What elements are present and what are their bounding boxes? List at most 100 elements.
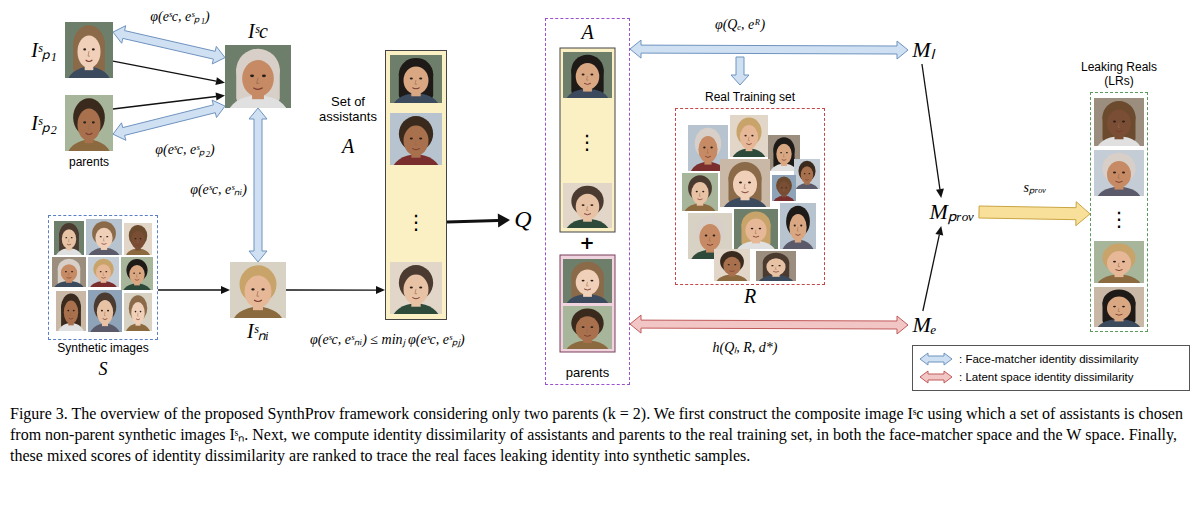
figure-caption: Figure 3. The overview of the proposed S…	[10, 403, 1190, 466]
face-image-part	[1118, 263, 1120, 267]
face-image	[1094, 287, 1144, 345]
face-image-part	[88, 124, 90, 129]
connector-arrow	[113, 26, 225, 64]
face-image	[756, 251, 796, 294]
composite-face: Iˢc	[225, 45, 291, 108]
face-image-part	[71, 237, 73, 238]
node-text: A	[581, 21, 593, 44]
face-image-part	[582, 280, 585, 282]
face-image-part	[77, 108, 100, 140]
face-image-part	[563, 52, 612, 98]
face-image-part	[587, 328, 589, 332]
face-image-part	[584, 83, 591, 84]
edge-label: sₚᵣₒᵥ	[1024, 180, 1047, 196]
face-image-part	[563, 183, 612, 228]
face-image-part	[124, 223, 152, 255]
face-image	[65, 95, 113, 176]
face-image-part	[1094, 287, 1144, 327]
face-image-part	[1094, 98, 1144, 146]
face-image-part	[698, 136, 717, 163]
face-image-part	[107, 310, 109, 312]
face-image-part	[1094, 150, 1144, 196]
face-image-part	[65, 271, 67, 272]
face-image-part	[103, 238, 104, 241]
face-image-part	[801, 166, 813, 183]
face-image-part	[103, 273, 104, 276]
face-image-part	[1107, 297, 1131, 320]
face-image-part	[133, 273, 135, 274]
face-image-part	[86, 60, 93, 61]
face-image-part	[68, 239, 69, 242]
face-image-part	[772, 175, 796, 201]
face-image-part	[70, 312, 71, 316]
face-image-part	[576, 270, 600, 296]
face-image-part	[1113, 261, 1116, 263]
face-image-part	[100, 271, 102, 272]
face-image-part	[730, 115, 768, 157]
node-text: Synthetic images	[57, 342, 148, 356]
face-image-part	[67, 244, 71, 246]
parent-face: Iˢₚ₂	[65, 95, 113, 151]
face-image-part	[715, 275, 748, 295]
face-image-part	[699, 224, 720, 251]
face-image-part	[771, 265, 773, 266]
face-image-part	[804, 173, 806, 174]
face-image-part	[794, 225, 796, 227]
image-collage	[65, 22, 113, 78]
face-image-part	[88, 290, 122, 332]
face-image-part	[96, 264, 111, 281]
model-symbol: Mₑ	[908, 311, 941, 339]
face-image-part	[64, 301, 78, 324]
connector-arrow	[630, 315, 908, 334]
face-image-part	[65, 237, 67, 238]
legend-swatch	[919, 352, 953, 366]
face-image-part	[65, 95, 113, 151]
face-image-part	[1118, 123, 1120, 127]
face-image-part	[140, 238, 142, 239]
legend-box: : Face-matcher identity dissimilarity: L…	[912, 345, 1190, 391]
face-image-part	[88, 51, 90, 56]
connector-arrow-part	[216, 93, 225, 101]
face-image-part	[242, 60, 274, 97]
face-image-part	[410, 137, 413, 139]
face-image-part	[100, 236, 102, 237]
face-image-part	[83, 121, 86, 123]
face-image-part	[729, 270, 734, 272]
node-text: Set of assistants	[314, 95, 382, 125]
face-image-part	[739, 182, 742, 184]
face-image-part	[576, 194, 600, 220]
face-image-part	[590, 204, 593, 206]
face-image-part	[136, 244, 140, 246]
face-image-part	[587, 206, 589, 210]
non-parent-face: Iˢₙᵢ	[230, 262, 286, 318]
legend-swatch-part	[920, 371, 952, 383]
face-image	[124, 293, 152, 348]
face-image	[563, 306, 612, 368]
face-image-part	[782, 192, 785, 194]
face-image-part	[731, 266, 732, 269]
face-image-part	[52, 257, 86, 287]
node-text: A	[314, 135, 382, 158]
face-image-part	[576, 316, 600, 341]
face-image-part	[786, 152, 788, 153]
face-image-part	[1122, 172, 1125, 174]
face-image-part	[262, 75, 266, 78]
face-image	[390, 113, 442, 188]
face-image-part	[783, 189, 785, 191]
face-image-part	[710, 147, 712, 149]
free-label: +	[579, 233, 594, 254]
connector-arrow	[447, 213, 510, 227]
face-image-part	[65, 22, 113, 78]
face-image-part	[390, 262, 442, 314]
connector-arrow-part	[922, 64, 940, 189]
face-image-part	[71, 271, 73, 272]
face-image-part	[135, 311, 137, 313]
face-image-part	[590, 280, 593, 282]
face-image-part	[697, 198, 702, 200]
face-image-part	[1116, 270, 1123, 271]
face-image-part	[702, 191, 704, 193]
face-image-part	[67, 140, 111, 176]
connector-arrow-part	[158, 289, 221, 290]
face-image-part	[232, 307, 284, 343]
face-image-part	[257, 291, 259, 296]
